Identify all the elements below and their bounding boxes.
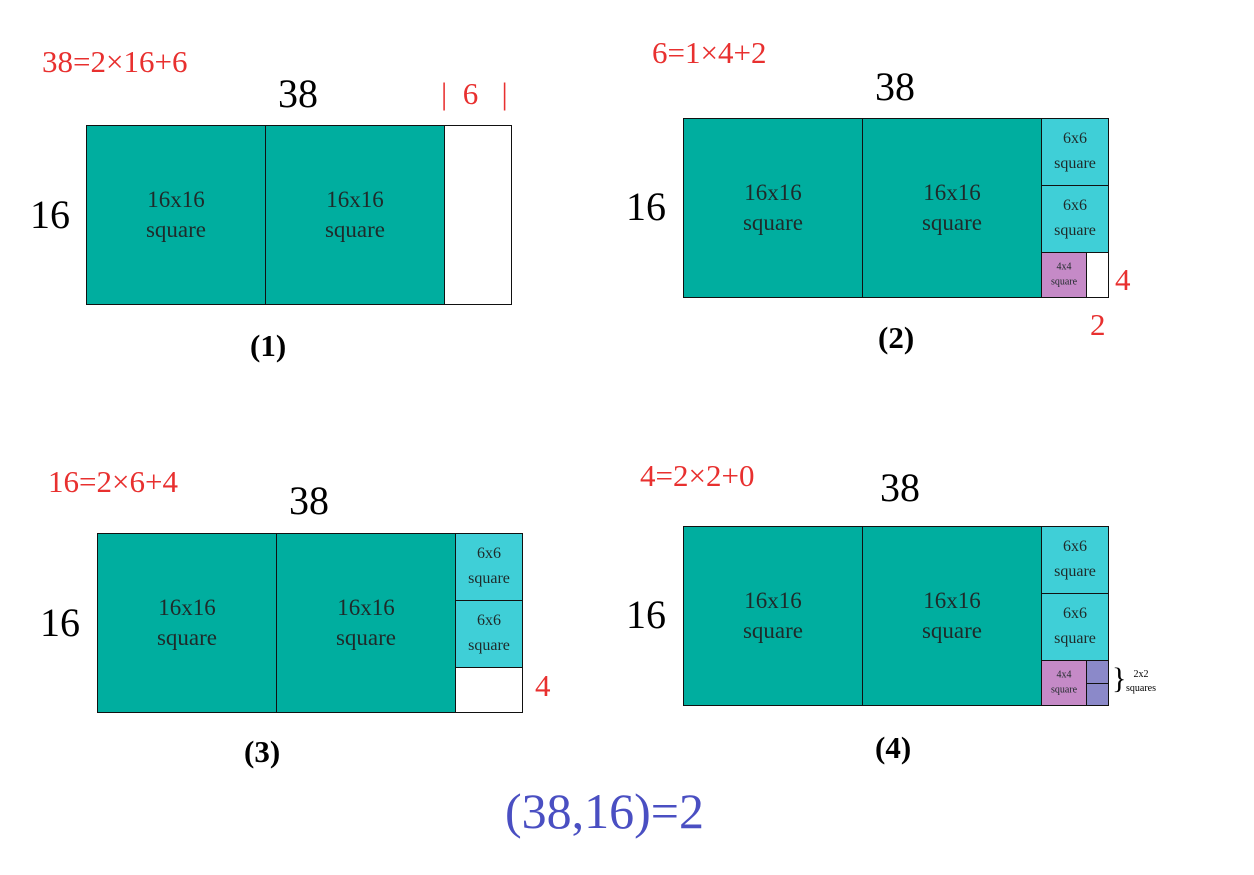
square-size-label: 6x6 bbox=[1063, 538, 1087, 556]
square-size-label: 6x6 bbox=[1063, 130, 1087, 148]
square-word-label: square bbox=[1054, 563, 1096, 580]
panel-4-height-label: 16 bbox=[626, 592, 666, 637]
panel-3-square-6-a: 6x6 square bbox=[455, 533, 523, 601]
panel-4-square-6-b: 6x6 square bbox=[1041, 593, 1109, 661]
square-word-label: square bbox=[742, 210, 804, 235]
panel-1-height-label: 16 bbox=[30, 192, 70, 237]
panel-4-square-16-a: 16x16 square bbox=[683, 526, 863, 706]
square-size-label: 6x6 bbox=[477, 612, 501, 630]
panel-4-square-16-b: 16x16 square bbox=[862, 526, 1042, 706]
panel-3-remainder-rect bbox=[455, 667, 523, 713]
two-square-word: squares bbox=[1126, 682, 1156, 694]
two-squares-label: 2x2 squares bbox=[1126, 668, 1156, 695]
panel-1-remainder-width-label: 6 bbox=[462, 76, 479, 111]
square-word-label: square bbox=[1050, 276, 1078, 287]
square-size-label: 16x16 bbox=[744, 180, 802, 206]
two-square-size: 2x2 bbox=[1133, 669, 1149, 680]
square-size-label: 6x6 bbox=[477, 545, 501, 563]
panel-4-equation: 4=2×2+0 bbox=[640, 458, 755, 493]
panel-3-height-label: 16 bbox=[40, 600, 80, 645]
panel-3-width-label: 38 bbox=[289, 478, 329, 523]
square-size-label: 6x6 bbox=[1063, 197, 1087, 215]
square-word-label: square bbox=[1054, 222, 1096, 239]
panel-2-remainder-width-label: 2 bbox=[1090, 307, 1106, 342]
square-size-label: 16x16 bbox=[147, 187, 205, 213]
brace-icon: } bbox=[1112, 662, 1127, 695]
square-word-label: square bbox=[324, 217, 386, 242]
panel-2-square-6-b: 6x6 square bbox=[1041, 185, 1109, 253]
panel-3-caption: (3) bbox=[244, 734, 281, 769]
square-word-label: square bbox=[335, 625, 397, 650]
panel-1-square-16-a: 16x16 square bbox=[86, 125, 266, 305]
square-size-label: 4x4 bbox=[1056, 669, 1072, 681]
square-word-label: square bbox=[145, 217, 207, 242]
panel-4-square-4: 4x4 square bbox=[1041, 660, 1087, 706]
panel-4-square-2-b bbox=[1086, 683, 1109, 706]
panel-2-height-label: 16 bbox=[626, 184, 666, 229]
panel-4-caption: (4) bbox=[875, 730, 912, 765]
panel-1-remainder-rect bbox=[444, 125, 512, 305]
square-size-label: 16x16 bbox=[326, 187, 384, 213]
square-word-label: square bbox=[742, 618, 804, 643]
square-size-label: 16x16 bbox=[744, 588, 802, 614]
panel-3-remainder-height-label: 4 bbox=[535, 668, 551, 703]
square-size-label: 4x4 bbox=[1056, 261, 1072, 273]
square-size-label: 6x6 bbox=[1063, 605, 1087, 623]
panel-4-width-label: 38 bbox=[880, 465, 920, 510]
panel-2-remainder-rect bbox=[1086, 252, 1109, 298]
panel-2-caption: (2) bbox=[878, 320, 915, 355]
panel-2-square-6-a: 6x6 square bbox=[1041, 118, 1109, 186]
square-word-label: square bbox=[468, 637, 510, 654]
panel-2-square-16-a: 16x16 square bbox=[683, 118, 863, 298]
panel-1-caption: (1) bbox=[250, 328, 287, 363]
square-size-label: 16x16 bbox=[923, 180, 981, 206]
square-word-label: square bbox=[1054, 155, 1096, 172]
panel-2-remainder-height-label: 4 bbox=[1115, 262, 1131, 297]
panel-4-square-6-a: 6x6 square bbox=[1041, 526, 1109, 594]
panel-1-remainder-marker: | 6 | bbox=[441, 76, 508, 111]
square-word-label: square bbox=[921, 210, 983, 235]
panel-1-square-16-b: 16x16 square bbox=[265, 125, 445, 305]
panel-1-equation: 38=2×16+6 bbox=[42, 44, 188, 79]
panel-3-equation: 16=2×6+4 bbox=[48, 464, 178, 499]
panel-3-square-6-b: 6x6 square bbox=[455, 600, 523, 668]
square-size-label: 16x16 bbox=[337, 595, 395, 621]
panel-3-square-16-a: 16x16 square bbox=[97, 533, 277, 713]
panel-2-square-4: 4x4 square bbox=[1041, 252, 1087, 298]
square-word-label: square bbox=[1050, 684, 1078, 695]
square-word-label: square bbox=[156, 625, 218, 650]
square-size-label: 16x16 bbox=[923, 588, 981, 614]
panel-4-square-2-a bbox=[1086, 660, 1109, 684]
square-size-label: 16x16 bbox=[158, 595, 216, 621]
square-word-label: square bbox=[468, 570, 510, 587]
panel-2-width-label: 38 bbox=[875, 64, 915, 109]
panel-1-width-label: 38 bbox=[278, 71, 318, 116]
panel-2-square-16-b: 16x16 square bbox=[862, 118, 1042, 298]
square-word-label: square bbox=[1054, 630, 1096, 647]
gcd-result: (38,16)=2 bbox=[505, 783, 704, 839]
panel-3-square-16-b: 16x16 square bbox=[276, 533, 456, 713]
square-word-label: square bbox=[921, 618, 983, 643]
panel-2-equation: 6=1×4+2 bbox=[652, 35, 767, 70]
